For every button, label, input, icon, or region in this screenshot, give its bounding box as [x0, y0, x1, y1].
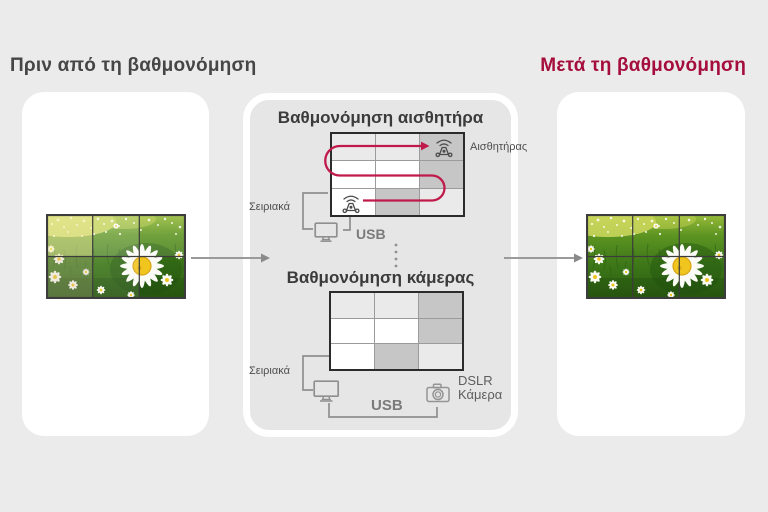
grid-cell-dark [375, 344, 418, 369]
dslr-camera-label: DSLR Κάμερα [458, 374, 502, 402]
grid-cell-light [375, 293, 418, 318]
sensor-icon [435, 139, 453, 158]
grid-cell-white [331, 318, 374, 344]
grid-cell-light [331, 293, 374, 318]
arrow-before-to-center [191, 253, 270, 263]
grid-cell-white [376, 161, 419, 188]
camera-grid [329, 291, 464, 371]
grid-cell-white [332, 161, 375, 188]
video-wall-before [46, 214, 186, 299]
dslr-label-line1: DSLR [458, 373, 493, 388]
grid-cell-dark [419, 318, 462, 344]
arrow-center-to-after [504, 253, 583, 263]
grid-cell-white [331, 344, 374, 369]
dslr-camera-icon [426, 383, 450, 403]
sensor-icon [342, 195, 360, 214]
grid-cell-white [375, 318, 418, 344]
grid-cell-dark [376, 188, 419, 215]
sensor-label: Αισθητήρας [470, 141, 528, 153]
usb-label-camera: USB [371, 397, 403, 414]
serial-label-sensor: Σειριακά [249, 201, 290, 213]
grid-cell-light [376, 134, 419, 161]
sensor-calibration-title: Βαθμονόμηση αισθητήρα [277, 108, 484, 127]
before-calibration-heading: Πριν από τη βαθμονόμηση [10, 55, 257, 76]
camera-calibration-title: Βαθμονόμηση κάμερας [286, 268, 475, 287]
grid-cell-light [419, 344, 462, 369]
monitor-icon [314, 222, 338, 242]
after-calibration-heading: Μετά τη βαθμονόμηση [540, 55, 746, 76]
grid-cell-light [420, 188, 463, 215]
uncalibrated-tile-tints [46, 214, 186, 299]
serial-label-camera: Σειριακά [249, 365, 290, 377]
dslr-label-line2: Κάμερα [458, 387, 503, 402]
video-wall-after [586, 214, 726, 299]
grid-cell-dark [419, 293, 462, 318]
grid-cell-dark [420, 161, 463, 188]
usb-label-sensor: USB [356, 226, 386, 242]
grid-cell-light [332, 134, 375, 161]
monitor-icon [313, 380, 340, 402]
